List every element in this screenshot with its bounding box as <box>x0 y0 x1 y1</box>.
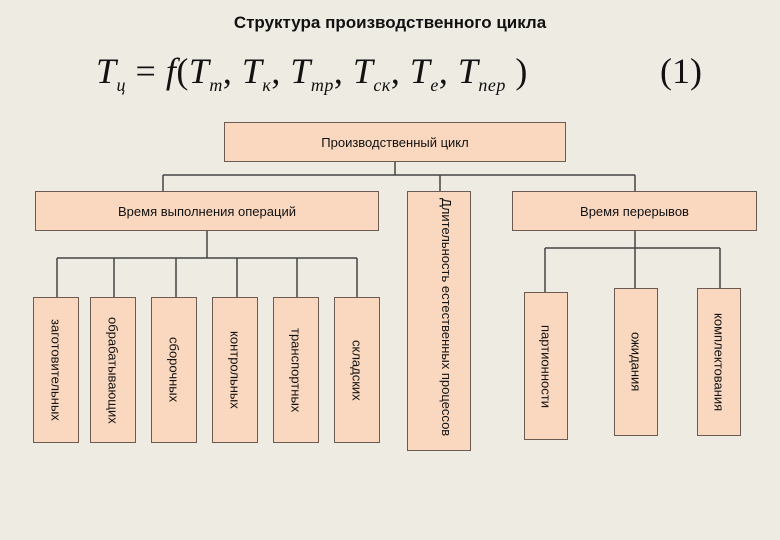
operation-type-label: контрольных <box>227 331 243 409</box>
natural-processes-label: Длительность естественных процессов <box>439 198 454 437</box>
formula-term-sub: тр <box>310 75 334 95</box>
operation-type-box: складских <box>334 297 380 443</box>
breaks-box: Время перерывов <box>512 191 757 231</box>
break-type-label: партионности <box>538 324 554 408</box>
operation-type-label: сборочных <box>166 337 182 403</box>
break-type-label: ожидания <box>628 332 644 392</box>
formula-term-sym: T <box>290 51 311 91</box>
operation-type-box: заготовительных <box>33 297 79 443</box>
formula-term-sub: е <box>430 75 439 95</box>
formula-term-sub: т <box>209 75 223 95</box>
operation-type-label: заготовительных <box>48 319 64 421</box>
root-label: Производственный цикл <box>321 134 469 150</box>
operation-type-box: обрабатывающих <box>90 297 136 443</box>
formula-term-sub: к <box>262 75 272 95</box>
formula-term-sub: пер <box>478 75 506 95</box>
operation-type-label: обрабатывающих <box>105 316 121 424</box>
operation-type-box: сборочных <box>151 297 197 443</box>
formula-lhs-sub: ц <box>116 75 127 95</box>
formula-number: (1) <box>660 51 702 91</box>
break-type-label: комплектования <box>711 312 727 412</box>
operations-box: Время выполнения операций <box>35 191 379 231</box>
operation-type-label: транспортных <box>288 327 304 413</box>
operation-type-box: транспортных <box>273 297 319 443</box>
cycle-formula: Tц = f(Tт, Tк, Tтр, Tск, Tе, Tпер ) <box>96 51 528 95</box>
formula-term-sym: T <box>352 51 374 91</box>
operations-label: Время выполнения операций <box>118 203 296 219</box>
formula-func: f <box>165 51 177 91</box>
formula-term-sym: T <box>188 51 210 91</box>
formula-term-sym: T <box>409 51 431 91</box>
slide-title: Структура производственного цикла <box>233 13 547 32</box>
formula-term-sub: ск <box>373 75 391 95</box>
natural-processes-box: Длительность естественных процессов <box>407 191 471 451</box>
break-type-box: партионности <box>524 292 568 440</box>
break-type-box: ожидания <box>614 288 658 436</box>
operation-type-box: контрольных <box>212 297 258 443</box>
operation-type-label: складских <box>349 339 365 401</box>
root-box: Производственный цикл <box>224 122 566 162</box>
break-type-box: комплектования <box>697 288 741 436</box>
formula-lhs: T <box>96 51 117 91</box>
formula-term-sym: T <box>241 51 263 91</box>
formula-term-sym: T <box>457 51 479 91</box>
breaks-label: Время перерывов <box>580 203 689 219</box>
